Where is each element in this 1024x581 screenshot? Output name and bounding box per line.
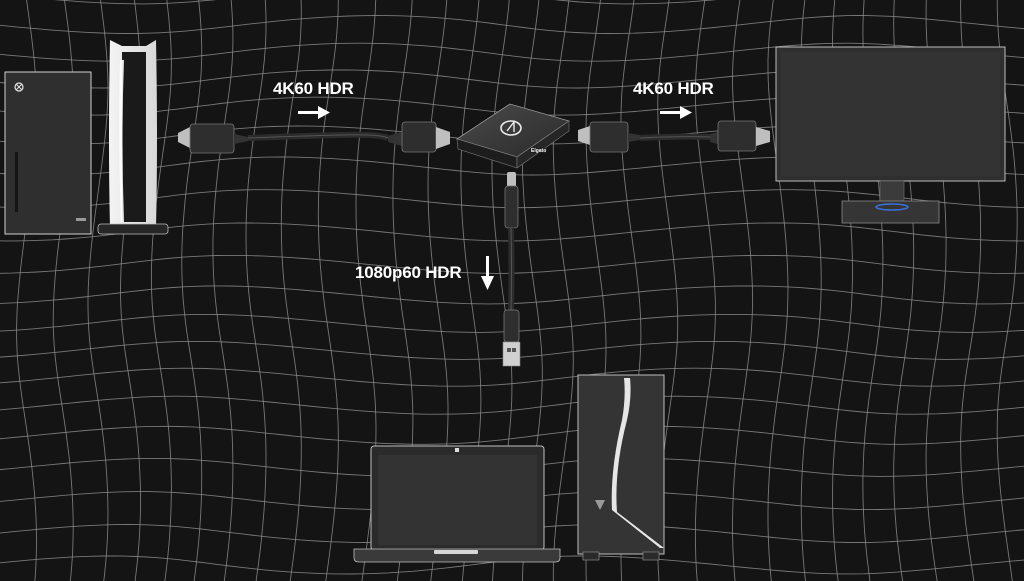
- console-link-label-group: 4K60 HDR: [273, 79, 354, 119]
- laptop-icon: [353, 445, 561, 563]
- grid-line: [767, 0, 789, 581]
- arrow-down-icon: [481, 256, 494, 290]
- desktop-pc-icon: [577, 374, 665, 561]
- grid-line: [552, 0, 574, 581]
- hdmi-cable-output: [578, 120, 770, 153]
- grid-line: [280, 0, 302, 581]
- computer-link-label-group: 1080p60 HDR: [355, 256, 494, 290]
- grid-line: [0, 367, 1024, 387]
- grid-line: [181, 0, 203, 581]
- grid-line: [694, 0, 716, 581]
- grid-line: [0, 42, 1024, 62]
- grid-line: [0, 254, 1024, 274]
- monitor-icon: [775, 46, 1006, 224]
- hdmi-cable-input: [178, 121, 450, 154]
- console-link-label: 4K60 HDR: [273, 79, 354, 98]
- grid-line: [245, 0, 267, 581]
- grid-line: [732, 0, 753, 581]
- grid-line: [0, 395, 1024, 415]
- playstation-5-icon: [97, 40, 169, 235]
- computer-link-label: 1080p60 HDR: [355, 263, 461, 282]
- xbox-series-x-icon: [4, 71, 92, 235]
- grid-line: [150, 0, 172, 581]
- capture-brand-label: Elgato: [531, 148, 546, 154]
- grid-line: [87, 0, 109, 581]
- grid-line: [212, 0, 234, 581]
- monitor-link-label-group: 4K60 HDR: [633, 79, 714, 119]
- arrow-right-icon: [298, 106, 330, 119]
- grid-line: [0, 15, 1024, 34]
- monitor-link-label: 4K60 HDR: [633, 79, 714, 98]
- grid-line: [53, 0, 717, 5]
- arrow-right-icon: [660, 106, 692, 119]
- grid-line: [317, 0, 339, 581]
- grid-line: [0, 425, 1024, 445]
- usb-cable: [502, 172, 521, 367]
- capture-card-icon: Elgato: [456, 103, 570, 169]
